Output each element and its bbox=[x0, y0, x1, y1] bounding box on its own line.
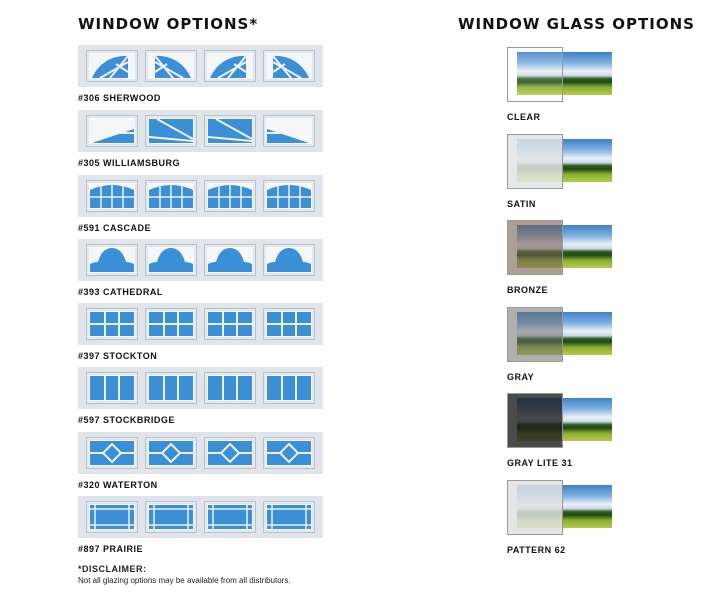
glass-option-label: SATIN bbox=[507, 198, 536, 209]
glass-pane bbox=[507, 220, 563, 275]
glass-pane bbox=[507, 393, 563, 448]
window-pane bbox=[204, 308, 257, 340]
window-pane bbox=[144, 372, 197, 404]
window-pane bbox=[204, 437, 257, 469]
window-option-label: #897 PRAIRIE bbox=[78, 544, 144, 554]
window-pane bbox=[85, 372, 138, 404]
window-pane bbox=[263, 50, 316, 82]
window-glass-options-title: WINDOW GLASS OPTIONS bbox=[458, 15, 695, 33]
window-pane bbox=[144, 50, 197, 82]
window-pane bbox=[204, 180, 257, 212]
window-pane bbox=[85, 180, 138, 212]
window-option-label: #597 STOCKBRIDGE bbox=[78, 415, 175, 425]
window-pane bbox=[263, 437, 316, 469]
window-option-label: #393 CATHEDRAL bbox=[78, 287, 163, 297]
window-panel-prairie[interactable] bbox=[78, 496, 323, 538]
glass-sample-clear[interactable] bbox=[507, 47, 612, 104]
glass-option-label: CLEAR bbox=[507, 112, 541, 122]
window-pane bbox=[144, 180, 197, 212]
window-option-label: #305 WILLIAMSBURG bbox=[78, 158, 181, 168]
window-pane bbox=[144, 437, 197, 469]
window-pane bbox=[144, 244, 197, 276]
window-panel-stockton[interactable] bbox=[78, 303, 323, 345]
disclaimer-title: *DISCLAIMER: bbox=[78, 564, 147, 574]
window-pane bbox=[85, 50, 138, 82]
window-pane bbox=[144, 308, 197, 340]
window-pane bbox=[204, 372, 257, 404]
glass-sample-pattern-62[interactable] bbox=[507, 479, 612, 537]
window-pane bbox=[144, 115, 197, 147]
window-panel-waterton[interactable] bbox=[78, 432, 323, 474]
window-pane bbox=[144, 501, 197, 533]
disclaimer-text: Not all glazing options may be available… bbox=[78, 576, 291, 585]
window-pane bbox=[204, 501, 257, 533]
glass-sample-gray-lite-31[interactable] bbox=[507, 393, 612, 450]
window-pane bbox=[85, 244, 138, 276]
window-panel-williamsburg[interactable] bbox=[78, 110, 323, 152]
window-option-label: #320 WATERTON bbox=[78, 480, 158, 490]
window-option-label: #397 STOCKTON bbox=[78, 351, 158, 361]
glass-option-label: GRAY LITE 31 bbox=[507, 458, 573, 468]
window-pane bbox=[204, 244, 257, 276]
window-option-label: #591 CASCADE bbox=[78, 223, 152, 233]
window-pane bbox=[263, 308, 316, 340]
glass-sample-satin[interactable] bbox=[507, 133, 612, 191]
window-panel-cathedral[interactable] bbox=[78, 239, 323, 281]
window-pane bbox=[263, 372, 316, 404]
landscape-image bbox=[517, 52, 612, 95]
window-pane bbox=[263, 501, 316, 533]
window-pane bbox=[263, 244, 316, 276]
window-pane bbox=[263, 115, 316, 147]
window-panel-stockbridge[interactable] bbox=[78, 367, 323, 409]
glass-sample-gray[interactable] bbox=[507, 306, 612, 364]
window-pane bbox=[263, 180, 316, 212]
glass-pane bbox=[507, 47, 563, 102]
window-option-label: #306 SHERWOOD bbox=[78, 93, 161, 103]
glass-pane bbox=[507, 306, 563, 362]
glass-pane bbox=[507, 479, 563, 535]
window-pane bbox=[85, 501, 138, 533]
window-pane bbox=[85, 308, 138, 340]
window-panel-sunburst[interactable] bbox=[78, 45, 323, 87]
glass-option-label: BRONZE bbox=[507, 285, 548, 295]
window-pane bbox=[204, 50, 257, 82]
glass-option-label: GRAY bbox=[507, 371, 535, 382]
glass-sample-bronze[interactable] bbox=[507, 220, 612, 277]
window-pane bbox=[85, 437, 138, 469]
window-pane bbox=[204, 115, 257, 147]
glass-pane bbox=[507, 133, 563, 189]
window-panel-cascade[interactable] bbox=[78, 175, 323, 217]
window-options-title: WINDOW OPTIONS* bbox=[78, 15, 259, 33]
glass-option-label: PATTERN 62 bbox=[507, 544, 566, 555]
window-pane bbox=[85, 115, 138, 147]
